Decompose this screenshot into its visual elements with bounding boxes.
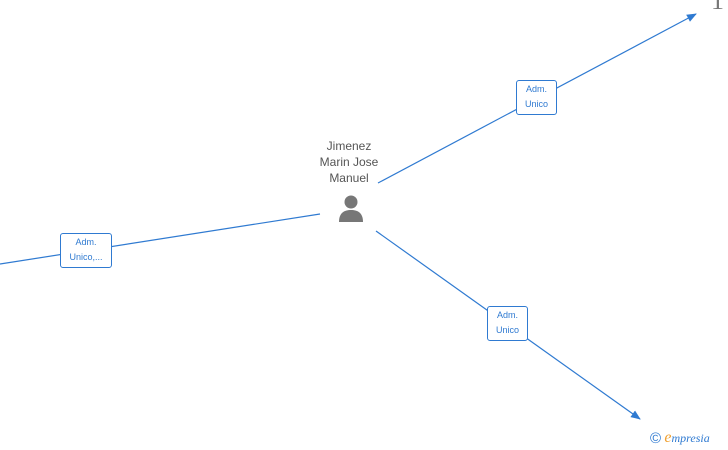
edge-label-line: Adm. — [75, 237, 97, 247]
edge-label-w[interactable]: Adm. Unico,... — [60, 233, 112, 268]
edge-label-line: Adm. — [496, 310, 518, 320]
edge-label-se[interactable]: Adm. Unico — [487, 306, 528, 341]
person-name-line: Marin Jose — [319, 155, 379, 169]
person-node-name[interactable]: Jimenez Marin Jose Manuel — [308, 138, 390, 186]
edge-label-line: Unico — [524, 99, 548, 109]
edge-label-line: Adm. — [525, 84, 547, 94]
brand-initial: e — [664, 429, 672, 446]
offscreen-node-label: 1 — [711, 0, 724, 15]
brand-name: mpresia — [671, 431, 710, 445]
person-name-line: Jimenez — [326, 139, 372, 153]
person-name-line: Manuel — [329, 171, 369, 185]
edge-line-w — [0, 213, 321, 265]
edge-label-line: Unico,... — [69, 252, 103, 262]
person-icon[interactable] — [336, 194, 366, 224]
copyright-icon: © — [650, 430, 662, 447]
brand-watermark[interactable]: © empresia — [650, 429, 710, 447]
edge-label-line: Unico — [495, 325, 519, 335]
edge-label-ne[interactable]: Adm. Unico — [516, 80, 557, 115]
